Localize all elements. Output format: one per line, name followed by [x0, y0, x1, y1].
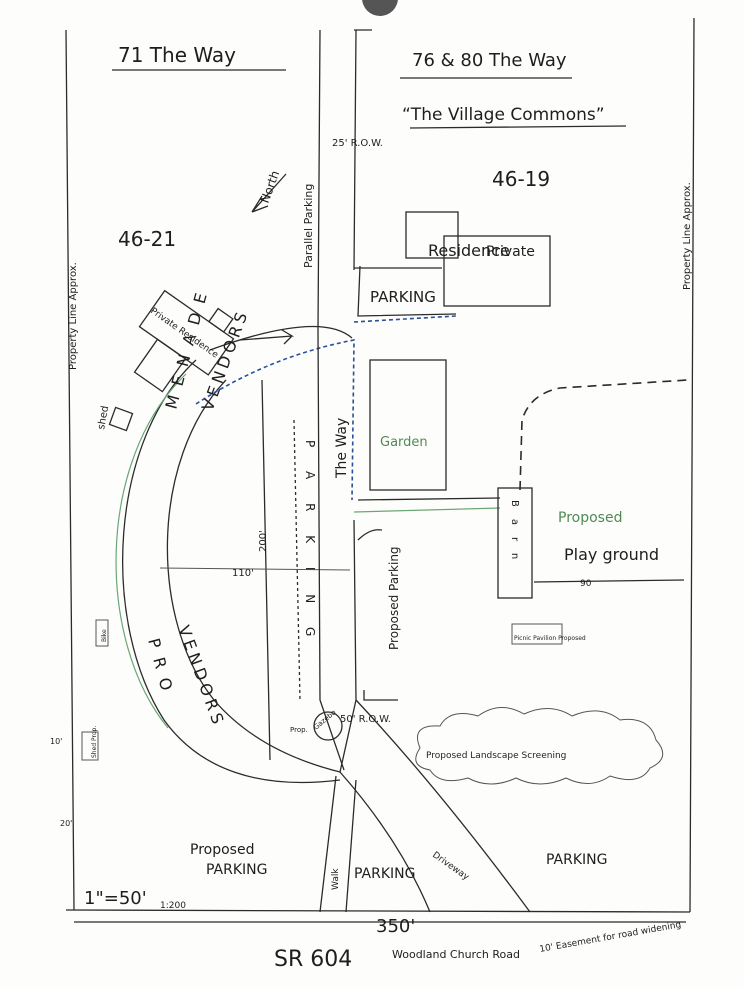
- village-commons-underline: [409, 125, 627, 129]
- shed-box: [108, 406, 134, 432]
- garden-box: [369, 359, 447, 491]
- scan-artifact: [362, 0, 398, 16]
- promenade-top-edge: [209, 325, 353, 351]
- path-top: [357, 497, 501, 501]
- north-arrow-icon: [251, 173, 287, 213]
- garden-label: Garden: [380, 435, 428, 450]
- promenade-arrow: [239, 329, 295, 345]
- proposed-parking-bottom-1: Proposed: [190, 842, 254, 858]
- scale-label: 1"=50': [84, 888, 147, 909]
- row-50-marker: [363, 690, 398, 701]
- dim-110: 110': [232, 568, 254, 579]
- walk-lines: [319, 775, 357, 913]
- path-curve: [357, 529, 383, 541]
- gazebo-circle: [313, 711, 343, 741]
- easement-note: 10' Easement for road widening: [539, 920, 682, 955]
- shed-label: shed: [96, 405, 111, 431]
- dim-90: 90: [580, 579, 592, 589]
- promenade-outer-arc: [121, 359, 341, 784]
- shed-prop-box: [81, 731, 99, 761]
- residence-right-box-small: [405, 211, 459, 259]
- promenade-green-line: [115, 373, 187, 729]
- bike-label: Bike: [101, 629, 108, 642]
- parallel-parking-label: Parallel Parking: [302, 184, 315, 268]
- left-address: 71 The Way: [118, 43, 236, 67]
- vendors-top-label: VENDORS: [198, 306, 253, 413]
- proposed-playground-1: Proposed: [558, 510, 622, 526]
- left-parcel-id: 46-21: [118, 227, 176, 251]
- road-label: SR 604: [274, 947, 352, 972]
- barn-label: Barn: [509, 500, 520, 571]
- residence-right-box: [443, 235, 551, 307]
- road-edge-line: [65, 909, 691, 913]
- wedge-edge: [339, 699, 357, 773]
- residence-left: [133, 289, 235, 393]
- the-way-right-edge: [353, 29, 372, 271]
- lot-line-110: [159, 567, 351, 571]
- dim-350: 350': [376, 916, 415, 937]
- bike-box: [95, 619, 109, 647]
- blue-boundary-1: [195, 339, 355, 501]
- dim-90-line: [533, 579, 685, 583]
- proposed-parking-mid: Proposed Parking: [387, 546, 401, 650]
- road-label-2: Woodland Church Road: [392, 948, 520, 961]
- the-way-label: The Way: [334, 418, 350, 479]
- parking-bottom-mid: PARKING: [354, 866, 415, 882]
- row-mid: 50' R.O.W.: [340, 714, 391, 725]
- driveway-label: Driveway: [430, 850, 471, 883]
- driveway-left-edge: [339, 771, 431, 913]
- the-way-left-edge: [317, 29, 321, 331]
- shed-prop-label: Shed Prop.: [91, 726, 98, 758]
- green-path: [353, 507, 501, 513]
- property-lines: [65, 17, 695, 913]
- right-name: “The Village Commons”: [402, 105, 605, 125]
- north-label: North: [258, 169, 283, 205]
- proposed-playground-2: Play ground: [564, 545, 659, 564]
- dim-20: 20': [60, 819, 72, 828]
- scale-ratio: 1:200: [160, 901, 186, 911]
- screening-cloud: [415, 707, 664, 785]
- parking-top-label: PARKING: [370, 288, 436, 306]
- picnic-box: [511, 623, 563, 645]
- picnic-label: Picnic Pavilion Proposed: [514, 635, 586, 642]
- lot-line-200: [261, 379, 271, 761]
- residence-right-label-1: Private: [486, 244, 535, 260]
- parking-vertical-dashes: [293, 419, 301, 701]
- row-top: 25' R.O.W.: [332, 138, 383, 149]
- parking-vertical-label: P A R K I N G: [303, 440, 317, 646]
- proposed-parking-bottom-2: PARKING: [206, 862, 267, 878]
- property-line-left: Property Line Approx.: [68, 262, 79, 370]
- walk-label: Walk: [331, 868, 341, 890]
- right-address: 76 & 80 The Way: [412, 50, 567, 71]
- dim-200: 200': [258, 530, 269, 552]
- property-line-right: Property Line Approx.: [682, 182, 693, 290]
- promenade-inner-arc: [166, 379, 341, 773]
- parking-top-lot: [357, 265, 457, 317]
- residence-right-label-2: Residence: [428, 241, 510, 260]
- prop-label: Prop.: [290, 726, 308, 734]
- parking-bottom-right: PARKING: [546, 852, 607, 868]
- playground-boundary: [519, 379, 689, 491]
- right-parcel-id: 46-19: [492, 167, 550, 191]
- screening-label: Proposed Landscape Screening: [426, 751, 566, 761]
- the-way-lower-right-edge: [353, 519, 357, 701]
- the-way-lower-left-edge: [317, 329, 345, 771]
- driveway-right-edge: [355, 699, 531, 913]
- dim-10: 10': [50, 737, 62, 746]
- blue-boundary-2: [353, 315, 457, 323]
- vendors-bottom-label: VENDORS: [174, 623, 229, 730]
- barn-box: [497, 487, 533, 599]
